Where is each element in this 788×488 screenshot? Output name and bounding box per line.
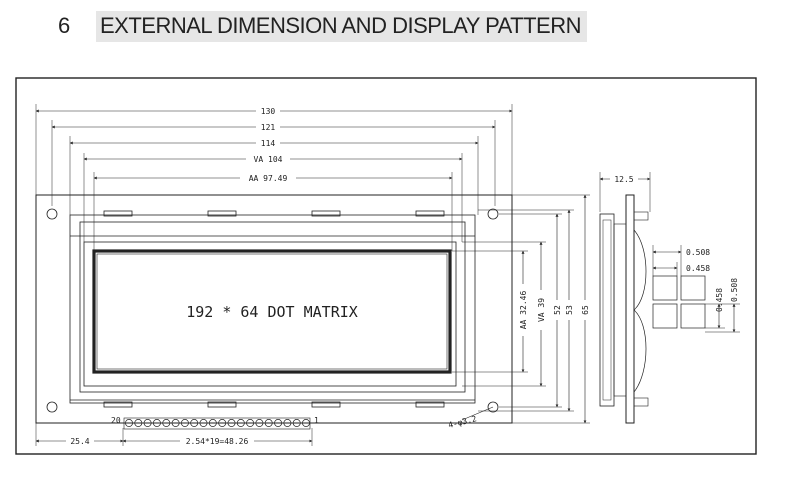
connector-pin [190, 419, 199, 427]
dim-53: 53 [565, 305, 574, 315]
pin-label-first: 20 [111, 416, 121, 425]
side-pcb [625, 194, 635, 424]
connector-pin [125, 419, 133, 427]
mount-hole-icon [487, 208, 499, 220]
connector-pin [227, 419, 236, 427]
dot-matrix-label: 192 * 64 DOT MATRIX [186, 303, 358, 321]
dim-52: 52 [553, 305, 562, 315]
dot-cell [652, 275, 678, 301]
hole-callout: 4-φ3.2 [447, 414, 477, 430]
connector-pin [162, 419, 171, 427]
connector-pin [134, 419, 143, 427]
connector-pin [246, 419, 255, 427]
connector-pin [292, 419, 301, 427]
drawing-frame [15, 77, 757, 455]
pin-label-last: 1 [314, 416, 319, 425]
connector-pin [199, 419, 208, 427]
connector-pin [143, 419, 152, 427]
dot-detail: 0.508 0.458 0.458 0.508 [652, 245, 740, 333]
connector-pins [125, 419, 310, 427]
connector-pin [274, 419, 283, 427]
connector-pin [208, 419, 217, 427]
dim-va39: VA 39 [537, 298, 546, 322]
dot-cell [652, 303, 678, 329]
dim-va104: VA 104 [254, 155, 283, 164]
viewing-area [83, 241, 457, 387]
mount-hole-icon [487, 401, 499, 413]
active-area [92, 249, 452, 374]
mount-hole-icon [46, 401, 58, 413]
connector-pin [180, 419, 189, 427]
front-view: 20 1 192 * 64 DOT MATRIX [35, 194, 513, 430]
dim-dot-size-h: 0.458 [686, 264, 710, 273]
pcb-outline [35, 194, 513, 424]
dim-114: 114 [261, 139, 276, 148]
dot-cell [680, 275, 706, 301]
dim-aa3246: AA 32.46 [519, 291, 528, 330]
dim-12-5: 12.5 [614, 175, 633, 184]
dim-aa9749: AA 97.49 [249, 174, 288, 183]
section-number: 6 [58, 13, 71, 38]
bezel-outline [69, 214, 476, 404]
connector-pin [255, 419, 264, 427]
mount-hole-icon [46, 208, 58, 220]
connector-pin [236, 419, 245, 427]
dim-dot-pitch-v: 0.508 [730, 278, 739, 302]
dim-pin-pitch: 2.54*19=48.26 [186, 437, 249, 446]
side-view: 12.5 [599, 172, 651, 424]
section-title: EXTERNAL DIMENSION AND DISPLAY PATTERN [96, 10, 587, 42]
horizontal-dimensions: 130 121 114 VA 104 AA 97.49 25.4 2.54*19… [35, 104, 513, 446]
dot-cell [680, 303, 706, 329]
dim-121: 121 [261, 123, 276, 132]
connector-pin [302, 419, 310, 427]
dim-dot-pitch-h: 0.508 [686, 248, 710, 257]
connector-pin [264, 419, 273, 427]
connector-pin [171, 419, 180, 427]
dim-65: 65 [581, 305, 590, 315]
dim-25-4: 25.4 [70, 437, 89, 446]
side-bezel [599, 213, 615, 407]
section-heading: 6 EXTERNAL DIMENSION AND DISPLAY PATTERN [58, 8, 587, 44]
vertical-dimensions: AA 32.46 VA 39 52 53 65 [452, 194, 590, 424]
connector-pin [218, 419, 227, 427]
connector-pin [283, 419, 292, 427]
bezel-inner [79, 221, 466, 393]
dim-dot-size-v: 0.458 [715, 288, 724, 312]
connector-pin [152, 419, 161, 427]
dim-130: 130 [261, 107, 276, 116]
